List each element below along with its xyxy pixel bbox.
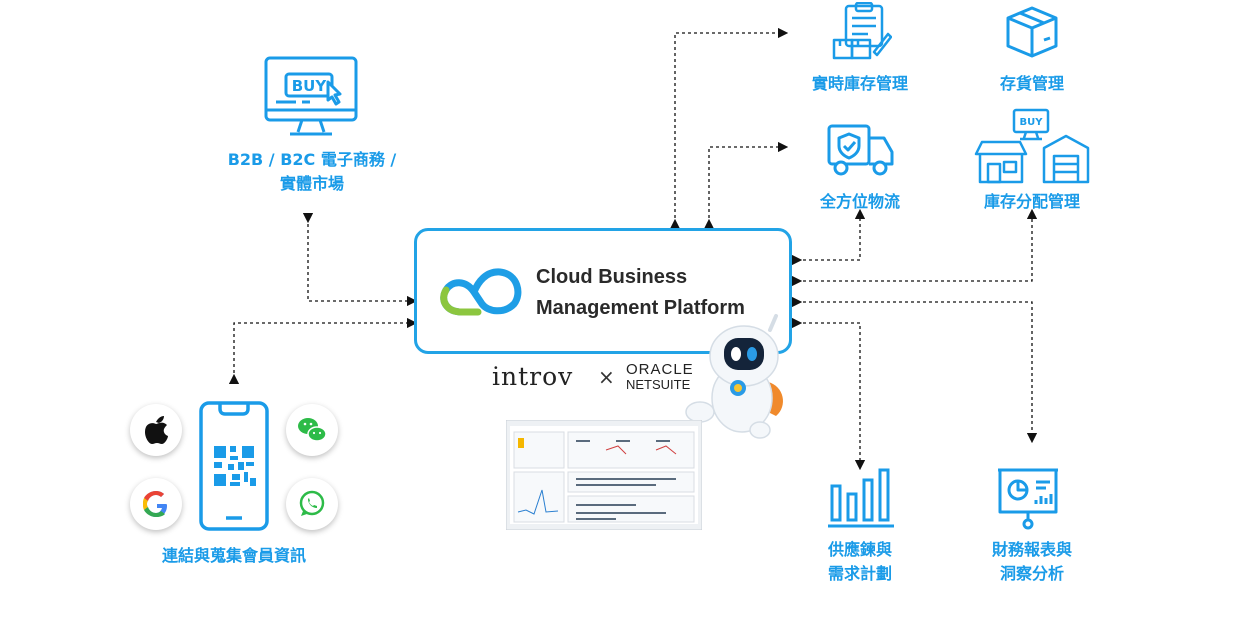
ecommerce-label: B2B / B2C 電子商務 / 實體市場 (227, 150, 397, 193)
apple-app-circle (130, 404, 182, 456)
google-icon (143, 491, 167, 517)
robot-mascot-icon (685, 314, 783, 439)
connector-ecommerce (302, 212, 418, 307)
dashboard-screenshot-image (506, 420, 702, 530)
supply-chain-label: 供應鍊與 需求計劃 (827, 540, 892, 583)
finance-label: 財務報表與 洞察分析 (991, 540, 1072, 583)
apple-icon (145, 416, 168, 444)
connector-allocation (791, 208, 1038, 287)
svg-text:BUY: BUY (292, 77, 328, 95)
netsuite-logo: NETSUITE (626, 377, 691, 392)
phone-qr-icon (199, 401, 269, 531)
bar-chart-icon (828, 468, 894, 528)
delivery-truck-icon (827, 124, 894, 176)
whatsapp-app-circle (286, 478, 338, 530)
platform-logo-icon (440, 268, 522, 316)
connector-logistics (791, 208, 866, 266)
wechat-app-circle (286, 404, 338, 456)
stock-label: 存貨管理 (999, 74, 1064, 93)
connector-realtime-inventory (669, 27, 789, 230)
oracle-logo: ORACLE (626, 361, 694, 378)
logistics-label: 全方位物流 (819, 192, 900, 211)
connector-supply-chain (791, 317, 866, 471)
connector-finance (791, 296, 1038, 444)
buy-monitor-icon: BUY (264, 56, 358, 136)
connector-membership (228, 317, 418, 385)
platform-title: Cloud Business Management Platform (536, 266, 745, 319)
times-sign: × (598, 365, 615, 389)
svg-text:BUY: BUY (1020, 117, 1044, 128)
google-app-circle (130, 478, 182, 530)
clipboard-boxes-icon (832, 2, 892, 60)
realtime-inventory-label: 實時庫存管理 (811, 74, 908, 93)
presentation-board-icon (998, 468, 1058, 530)
allocation-label: 庫存分配管理 (983, 192, 1080, 211)
whatsapp-icon (299, 490, 325, 516)
store-warehouse-icon: BUY (974, 108, 1090, 184)
box-icon (1006, 6, 1058, 58)
connector-top-logistics (703, 141, 789, 230)
membership-label: 連結與蒐集會員資訊 (161, 546, 306, 565)
wechat-icon (298, 418, 327, 442)
introv-logo: introv (492, 362, 574, 391)
